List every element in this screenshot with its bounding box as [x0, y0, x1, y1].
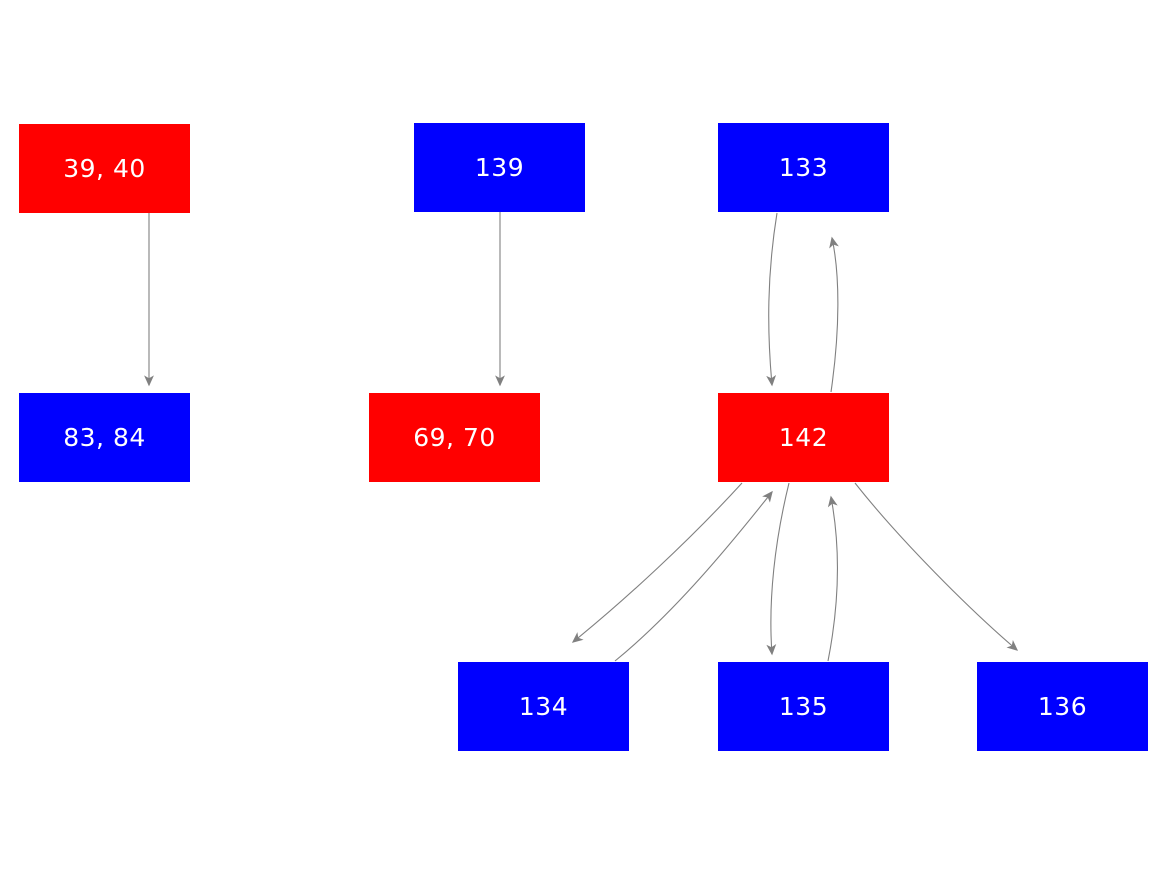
node-label: 139	[474, 153, 525, 182]
node-label: 133	[778, 153, 829, 182]
node-n135[interactable]: 135	[718, 662, 889, 751]
edge-n142-to-n134	[571, 482, 743, 643]
node-label: 135	[778, 692, 829, 721]
node-n139[interactable]: 139	[414, 123, 585, 212]
node-n136[interactable]: 136	[977, 662, 1148, 751]
node-label: 69, 70	[413, 423, 496, 452]
node-n6970[interactable]: 69, 70	[369, 393, 540, 482]
edge-n142-to-n135	[766, 482, 790, 656]
node-n134[interactable]: 134	[458, 662, 629, 751]
node-label: 142	[778, 423, 829, 452]
node-n8384[interactable]: 83, 84	[19, 393, 190, 482]
edge-n135-to-n142	[827, 495, 838, 662]
node-n3940[interactable]: 39, 40	[19, 124, 190, 213]
node-label: 134	[518, 692, 569, 721]
node-label: 136	[1037, 692, 1088, 721]
node-label: 83, 84	[63, 423, 146, 452]
edge-n142-to-n133	[829, 236, 839, 393]
edge-n142-to-n136	[854, 482, 1019, 651]
node-label: 39, 40	[63, 154, 146, 183]
edge-n133-to-n142	[766, 212, 778, 387]
edge-n134-to-n142	[614, 490, 773, 662]
node-n133[interactable]: 133	[718, 123, 889, 212]
node-n142[interactable]: 142	[718, 393, 889, 482]
